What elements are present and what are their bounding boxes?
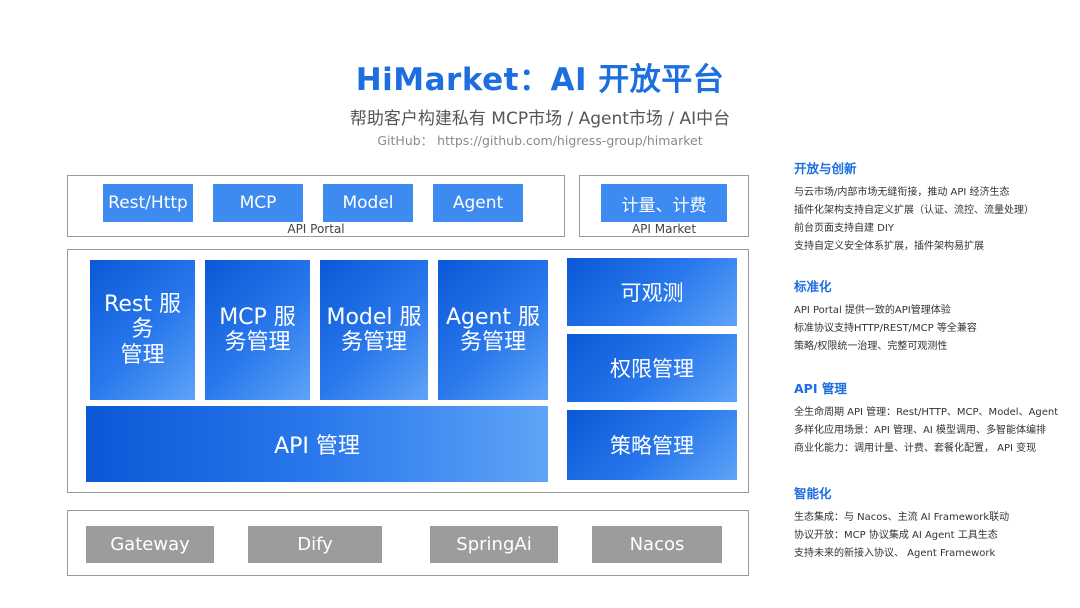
tile-policy: 策略管理 <box>567 410 737 480</box>
market-chip-billing: 计量、计费 <box>601 184 727 222</box>
feature-line: 前台页面支持自建 DIY <box>794 223 894 234</box>
tile-mcp-service-label: MCP 服 务管理 <box>219 304 296 355</box>
integration-nacos: Nacos <box>592 526 722 563</box>
tile-permission: 权限管理 <box>567 334 737 402</box>
portal-chip-agent: Agent <box>433 184 523 222</box>
tile-rest-service-label: Rest 服务 管理 <box>104 292 181 368</box>
integration-dify: Dify <box>248 526 382 563</box>
feature-heading-open: 开放与创新 <box>794 161 857 176</box>
feature-heading-api: API 管理 <box>794 381 847 396</box>
tile-observability: 可观测 <box>567 258 737 326</box>
github-link[interactable]: GitHub： https://github.com/higress-group… <box>377 133 703 148</box>
portal-chip-mcp: MCP <box>213 184 303 222</box>
integration-springai: SpringAi <box>430 526 558 563</box>
feature-line: 策略/权限统一治理、完整可观测性 <box>794 341 948 352</box>
tile-rest-service: Rest 服务 管理 <box>90 260 195 400</box>
tile-agent-service: Agent 服 务管理 <box>438 260 548 400</box>
feature-line: 标准协议支持HTTP/REST/MCP 等全兼容 <box>794 323 977 334</box>
feature-line: 生态集成：与 Nacos、主流 AI Framework联动 <box>794 512 1010 523</box>
feature-line: 与云市场/内部市场无缝衔接，推动 API 经济生态 <box>794 187 1010 198</box>
feature-line: 协议开放：MCP 协议集成 AI Agent 工具生态 <box>794 530 998 541</box>
feature-line: 多样化应用场景：API 管理、AI 模型调用、多智能体编排 <box>794 425 1046 436</box>
feature-line: 插件化架构支持自定义扩展（认证、流控、流量处理） <box>794 205 1034 216</box>
portal-chip-model: Model <box>323 184 413 222</box>
tile-mcp-service: MCP 服 务管理 <box>205 260 310 400</box>
integration-gateway: Gateway <box>86 526 214 563</box>
api-portal-caption: API Portal <box>287 222 345 236</box>
feature-line: 支持自定义安全体系扩展，插件架构易扩展 <box>794 241 984 252</box>
feature-line: 全生命周期 API 管理：Rest/HTTP、MCP、Model、Agent <box>794 407 1059 418</box>
feature-line: 支持未来的新接入协议、 Agent Framework <box>794 548 996 559</box>
portal-chip-rest-http: Rest/Http <box>103 184 193 222</box>
feature-line: API Portal 提供一致的API管理体验 <box>794 305 951 316</box>
tile-model-service-label: Model 服 务管理 <box>326 304 422 355</box>
feature-heading-standard: 标准化 <box>794 279 832 294</box>
page-subtitle: 帮助客户构建私有 MCP市场 / Agent市场 / AI中台 <box>349 109 731 129</box>
feature-heading-intelligent: 智能化 <box>794 486 832 501</box>
tile-model-service: Model 服 务管理 <box>320 260 428 400</box>
feature-line: 商业化能力：调用计量、计费、套餐化配置， API 变现 <box>794 443 1037 454</box>
tile-agent-service-label: Agent 服 务管理 <box>445 304 541 355</box>
api-management-bar: API 管理 <box>86 406 548 482</box>
page-title: HiMarket：AI 开放平台 <box>355 62 725 98</box>
api-market-caption: API Market <box>631 222 697 236</box>
